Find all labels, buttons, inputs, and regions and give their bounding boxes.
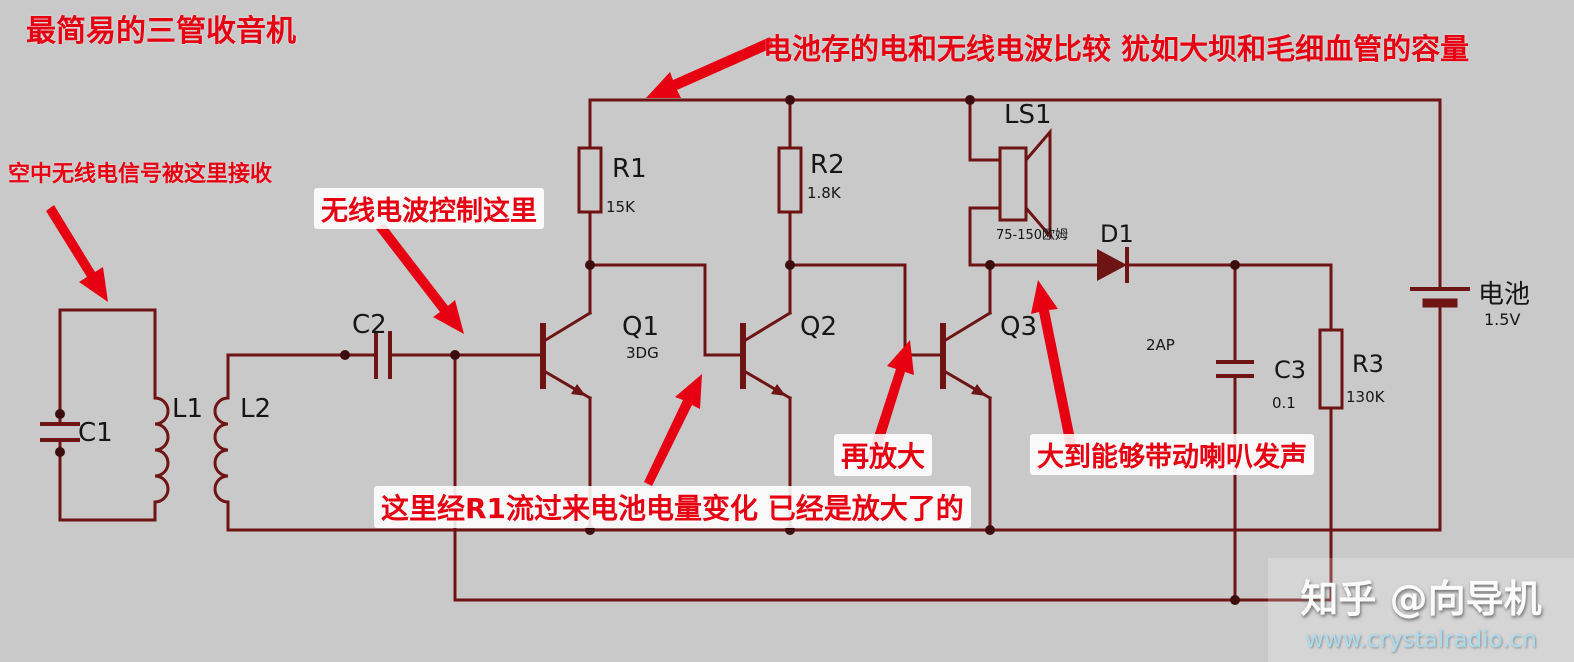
watermark: 知乎 @向导机 www.crystalradio.cn	[1268, 558, 1574, 662]
label-l2: L2	[240, 394, 272, 424]
watermark-site-url: www.crystalradio.cn	[1305, 626, 1537, 653]
label-ls1-value: 75-150欧姆	[996, 228, 1069, 243]
label-q2: Q2	[800, 312, 838, 342]
annotation-antenna-receive: 空中无线电信号被这里接收	[8, 162, 273, 187]
arrow-to-antenna	[46, 205, 108, 302]
label-r1-value: 15K	[606, 198, 635, 216]
label-q3: Q3	[1000, 312, 1038, 342]
label-battery: 电池	[1478, 280, 1531, 310]
label-r3-value: 130K	[1346, 388, 1385, 406]
label-d1-value: 2AP	[1146, 336, 1175, 354]
arrow-to-q2-input	[644, 374, 702, 486]
label-c1: C1	[78, 418, 113, 448]
transistor-q1	[540, 210, 593, 532]
label-c3-value: 0.1	[1272, 394, 1296, 412]
tank-loop-wires	[58, 308, 157, 522]
arrow-to-top-rail	[646, 37, 774, 98]
inductor-l1	[153, 396, 170, 504]
resistor-r1	[577, 98, 603, 214]
label-battery-value: 1.5V	[1484, 310, 1521, 329]
q1-to-q2-wire	[588, 263, 745, 357]
label-l1: L1	[172, 394, 204, 424]
label-r3: R3	[1352, 350, 1384, 378]
label-r1: R1	[612, 154, 647, 184]
resistor-r2	[777, 98, 803, 214]
speaker-ls1	[968, 98, 1052, 267]
annotation-r1-flow: 这里经R1流过来电池电量变化 已经是放大了的	[374, 486, 971, 528]
inductor-l2	[213, 396, 230, 504]
resistor-r3	[1318, 263, 1344, 602]
annotation-drive-speaker: 大到能够带动喇叭发声	[1030, 434, 1314, 475]
watermark-author: 知乎 @向导机	[1300, 576, 1542, 621]
label-q1-type: 3DG	[626, 344, 659, 362]
label-ls1: LS1	[1004, 100, 1052, 130]
capacitor-c2	[374, 331, 545, 379]
label-c3: C3	[1274, 356, 1307, 384]
annotation-amplify-again: 再放大	[834, 434, 933, 476]
arrow-to-q1-base	[376, 223, 464, 334]
diode-d1	[988, 247, 1333, 283]
transistor-q3	[940, 263, 993, 532]
l2-wires	[226, 353, 378, 532]
transistor-q2	[740, 210, 793, 532]
label-r2-value: 1.8K	[807, 184, 841, 202]
label-d1: D1	[1100, 220, 1134, 248]
label-r2: R2	[810, 150, 845, 180]
annotation-arrows	[46, 37, 1077, 486]
arrow-to-speaker-drive	[1031, 280, 1077, 451]
capacitor-c3	[1216, 263, 1254, 602]
bias-feedback-wire	[453, 353, 1333, 602]
q2-to-q3-wire	[788, 263, 945, 357]
battery-symbol	[1410, 98, 1470, 532]
arrow-to-q3-input	[867, 340, 914, 462]
annotation-battery-compare: 电池存的电和无线电波比较 犹如大坝和毛细血管的容量	[763, 32, 1470, 66]
label-q1: Q1	[622, 312, 660, 342]
label-c2: C2	[352, 310, 387, 340]
annotation-radio-control: 无线电波控制这里	[314, 188, 544, 229]
page-title: 最简易的三管收音机	[26, 14, 296, 49]
